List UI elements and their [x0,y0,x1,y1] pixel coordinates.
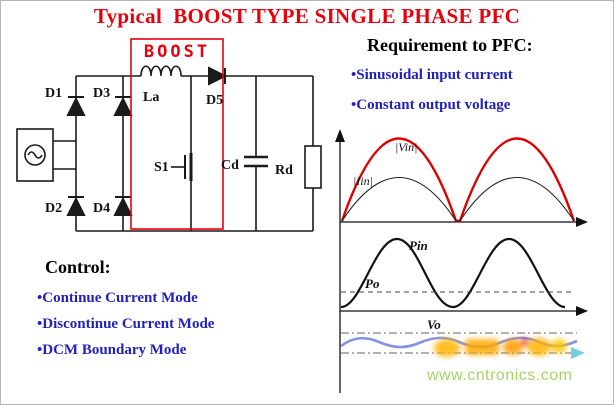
watermark-logo [434,338,567,357]
diode-d4-symbol [113,196,133,216]
ac-source-box [16,128,54,182]
ac-sine-glyph [27,151,43,159]
label-d1: D1 [45,86,62,101]
label-d4: D4 [93,201,110,216]
label-d2: D2 [45,201,62,216]
boost-boundary-box [130,38,224,230]
label-s1: S1 [154,160,169,175]
label-la: La [143,90,159,105]
requirement-item-constant-voltage: •Constant output voltage [351,97,511,113]
vo-axis-arrowhead [571,347,585,359]
label-cd: Cd [221,158,239,173]
label-d3: D3 [93,86,110,101]
control-item-discontinue-current-mode: •Discontinue Current Mode [37,316,215,332]
axis-arrowheads [335,129,588,316]
label-d5: D5 [206,93,223,108]
ac-source-symbol [24,144,46,166]
label-vin: |Vin| [395,140,417,154]
watermark-url: www.cntronics.com [427,367,573,384]
requirements-heading: Requirement to PFC: [367,35,533,55]
mosfet-s1-symbol [184,153,193,181]
control-item-continue-current-mode: •Continue Current Mode [37,290,198,306]
page-title: Typical BOOST TYPE SINGLE PHASE PFC [93,4,521,28]
inductor-la-symbol [140,65,182,77]
control-heading: Control: [45,257,111,277]
iin-waveform [341,176,575,222]
vin-waveform [340,137,576,223]
bridge-diodes [66,66,228,216]
label-iin: |Iin| [353,174,373,188]
resistor-rd-symbol [304,145,322,189]
boost-label: BOOST [144,42,210,62]
label-pin: Pin [409,238,428,253]
diode-d3-symbol [113,96,133,116]
circuit-wires [16,65,322,232]
control-item-dcm-boundary-mode: •DCM Boundary Mode [37,342,187,358]
diode-d1-symbol [66,96,86,116]
diode-d2-symbol [66,196,86,216]
label-po: Po [365,276,380,291]
requirement-item-sinusoidal-current: •Sinusoidal input current [351,67,513,83]
diode-d5-symbol [208,66,228,86]
capacitor-cd-symbol [244,155,268,168]
pin-waveform [340,237,566,309]
label-rd: Rd [275,163,293,178]
label-vo: Vo [427,317,441,332]
